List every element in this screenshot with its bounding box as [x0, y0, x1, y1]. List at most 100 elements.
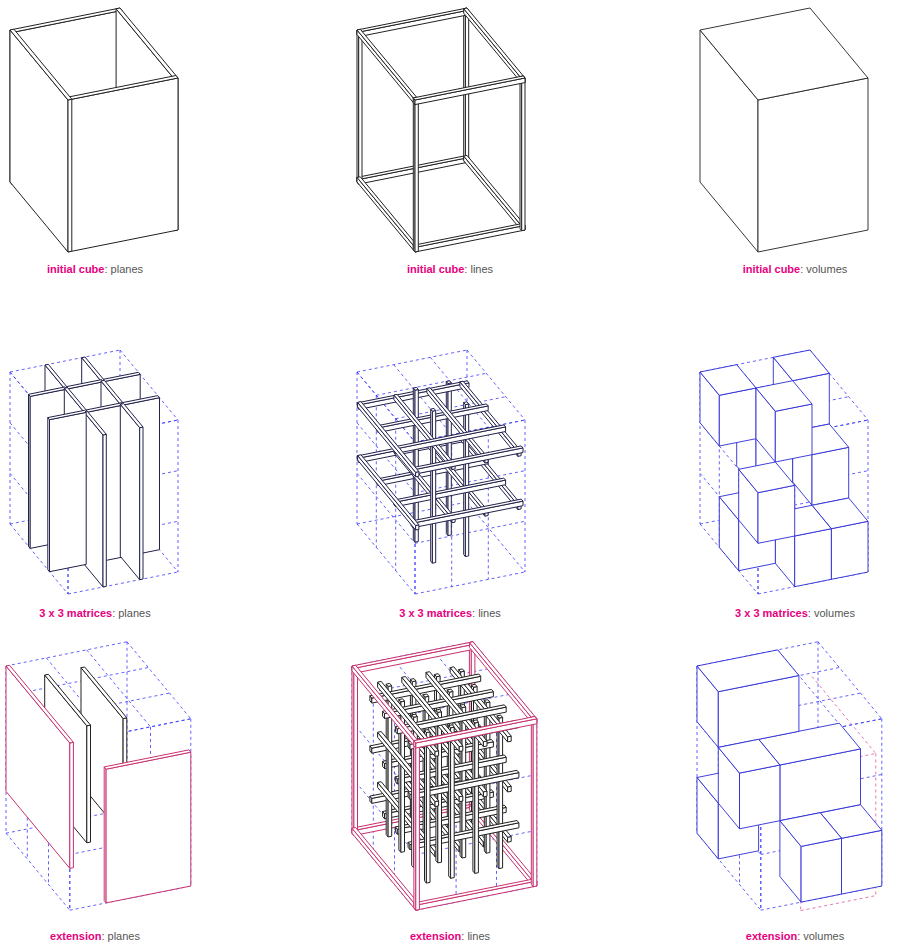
face: [357, 8, 469, 32]
face: [431, 408, 436, 411]
caption: 3 x 3 matrices: lines: [399, 606, 501, 620]
face: [10, 29, 72, 100]
face: [414, 879, 537, 906]
face: [68, 78, 178, 252]
caption: initial cube: planes: [47, 262, 143, 276]
face: [352, 642, 475, 669]
caption: 3 x 3 matrices: volumes: [735, 606, 855, 620]
face: [45, 364, 68, 388]
face: [84, 411, 107, 435]
volumes-extension: [697, 642, 882, 911]
guide-line: [376, 395, 377, 547]
face: [831, 521, 868, 579]
caption-subtitle: : lines: [461, 930, 490, 942]
face: [48, 410, 86, 419]
face: [425, 730, 431, 733]
face: [359, 10, 469, 37]
volumes-cube: [700, 8, 868, 252]
caption-subtitle: : planes: [101, 930, 140, 942]
face: [399, 699, 405, 702]
face: [459, 669, 465, 672]
guide-line: [68, 572, 178, 594]
face: [423, 694, 429, 697]
guide-line: [10, 350, 120, 372]
face: [697, 650, 799, 692]
guide-line: [488, 427, 489, 579]
guide-line: [357, 524, 415, 594]
caption: initial cube: volumes: [743, 262, 848, 276]
caption-title: 3 x 3 matrices: [399, 607, 472, 619]
guide-line: [10, 372, 11, 524]
face: [719, 388, 756, 446]
face: [451, 727, 455, 878]
face: [460, 705, 466, 708]
caption-subtitle: : volumes: [808, 607, 855, 619]
face: [435, 674, 441, 677]
face: [412, 714, 418, 717]
face: [358, 402, 419, 473]
caption-subtitle: : lines: [472, 607, 501, 619]
face: [465, 404, 468, 557]
face: [81, 667, 127, 719]
face: [795, 529, 832, 587]
face: [436, 709, 442, 712]
face: [842, 830, 882, 894]
face: [120, 404, 139, 579]
face: [413, 448, 523, 475]
face: [354, 668, 358, 836]
face: [473, 720, 479, 723]
caption: extension: volumes: [746, 929, 844, 943]
face: [6, 665, 73, 743]
face: [775, 404, 812, 462]
face: [415, 78, 525, 105]
face: [497, 715, 503, 718]
planes-matrix: [10, 350, 178, 594]
guide-line: [357, 372, 358, 524]
face: [700, 365, 756, 396]
caption-subtitle: : planes: [104, 263, 143, 275]
face: [413, 387, 418, 390]
caption-subtitle: : volumes: [800, 263, 847, 275]
face: [739, 462, 795, 493]
caption-title: 3 x 3 matrices: [39, 607, 112, 619]
face: [359, 31, 362, 184]
face: [10, 8, 122, 33]
face: [416, 881, 537, 910]
face: [449, 725, 455, 728]
face: [758, 78, 868, 252]
face: [352, 665, 419, 743]
caption-subtitle: : planes: [112, 607, 151, 619]
face: [116, 8, 178, 79]
guide-line: [357, 350, 467, 372]
face: [780, 813, 842, 847]
face: [85, 403, 123, 413]
face: [396, 427, 506, 454]
face: [756, 381, 812, 412]
guide-line: [127, 642, 191, 719]
face: [354, 644, 475, 673]
guide-line: [415, 572, 525, 594]
face: [522, 78, 525, 231]
caption: initial cube: lines: [407, 262, 493, 276]
face: [415, 99, 418, 252]
face: [6, 666, 70, 868]
face: [352, 828, 419, 906]
face: [68, 99, 72, 252]
caption: extension: lines: [410, 929, 490, 943]
caption-title: extension: [746, 930, 797, 942]
face: [87, 725, 91, 843]
caption-title: 3 x 3 matrices: [735, 607, 808, 619]
caption-subtitle: : volumes: [797, 930, 844, 942]
face: [414, 717, 537, 744]
caption-title: initial cube: [47, 263, 104, 275]
face: [121, 396, 159, 406]
face: [64, 388, 87, 412]
face: [65, 380, 103, 390]
face: [484, 700, 490, 703]
guide-line: [373, 692, 374, 859]
face: [472, 684, 478, 687]
face: [101, 380, 124, 404]
face: [411, 446, 523, 470]
